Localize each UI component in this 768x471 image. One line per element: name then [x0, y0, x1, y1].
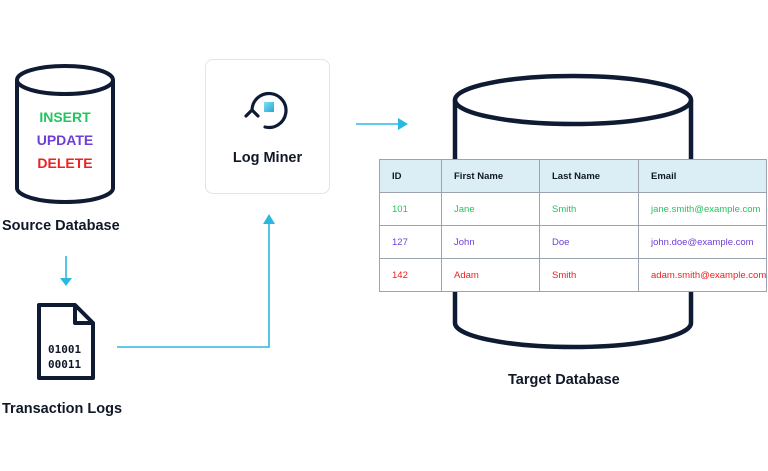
operation-insert: INSERT [39, 109, 91, 125]
cell-last-name: Smith [539, 258, 639, 292]
operations-list: INSERT UPDATE DELETE [25, 106, 105, 175]
table-row: 101 Jane Smith jane.smith@example.com [379, 192, 767, 226]
column-header-id: ID [379, 159, 442, 193]
cell-id: 142 [379, 258, 442, 292]
cell-first-name: Adam [441, 258, 540, 292]
records-table: ID First Name Last Name Email 101 Jane S… [379, 159, 767, 292]
cell-email: john.doe@example.com [638, 225, 767, 259]
cell-email: jane.smith@example.com [638, 192, 767, 226]
table-header-row: ID First Name Last Name Email [379, 159, 767, 193]
cell-last-name: Smith [539, 192, 639, 226]
column-header-first-name: First Name [441, 159, 540, 193]
bits-line-1: 01001 [48, 343, 82, 356]
table-row: 142 Adam Smith adam.smith@example.com [379, 258, 767, 292]
cell-id: 101 [379, 192, 442, 226]
log-miner-box: Log Miner [205, 59, 330, 194]
cell-email: adam.smith@example.com [638, 258, 767, 292]
log-miner-label: Log Miner [232, 150, 303, 166]
cell-first-name: Jane [441, 192, 540, 226]
column-header-last-name: Last Name [539, 159, 639, 193]
refresh-icon [244, 91, 288, 130]
operation-update: UPDATE [36, 132, 94, 148]
cell-id: 127 [379, 225, 442, 259]
column-header-email: Email [638, 159, 767, 193]
cell-last-name: Doe [539, 225, 639, 259]
bits-line-2: 00011 [48, 358, 82, 371]
target-database-label: Target Database [508, 372, 620, 388]
table-row: 127 John Doe john.doe@example.com [379, 225, 767, 259]
binary-content: 01001 00011 [48, 342, 81, 372]
operation-delete: DELETE [37, 155, 93, 171]
source-database-label: Source Database [2, 218, 120, 234]
transaction-logs-label: Transaction Logs [2, 401, 123, 417]
cell-first-name: John [441, 225, 540, 259]
